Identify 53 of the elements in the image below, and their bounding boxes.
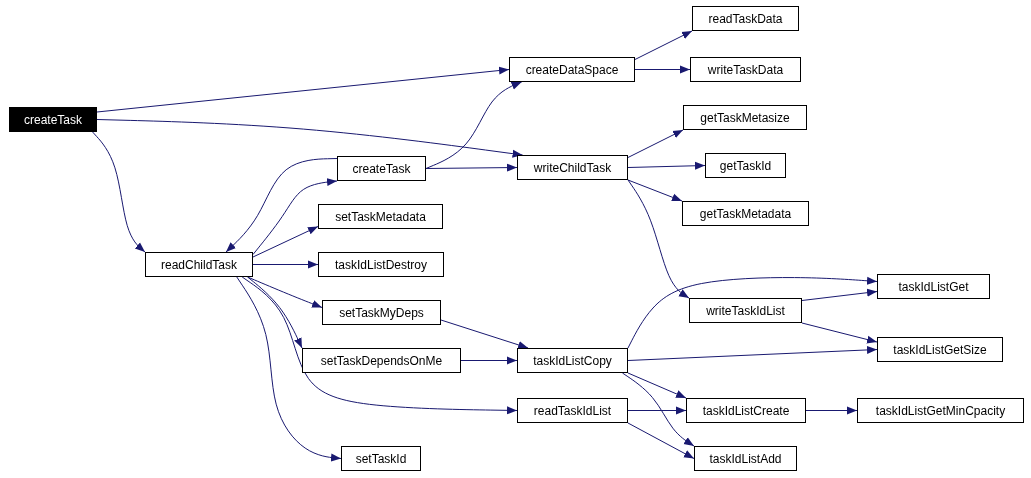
function-box: taskIdListGetSize <box>877 337 1003 362</box>
arrow <box>236 276 342 462</box>
function-box: getTaskId <box>705 153 786 178</box>
arrow <box>627 406 687 415</box>
arrow <box>247 276 303 349</box>
function-box: writeTaskIdList <box>689 298 802 323</box>
arrow <box>225 158 338 253</box>
arrow <box>627 161 706 170</box>
function-box: createDataSpace <box>509 57 635 82</box>
arrow <box>621 372 695 447</box>
arrow <box>241 276 518 415</box>
arrow <box>634 65 691 74</box>
function-box: readTaskData <box>692 6 799 31</box>
function-box: writeTaskData <box>690 57 801 82</box>
arrow <box>460 356 518 365</box>
arrow <box>425 163 518 172</box>
function-box: taskIdListGetMinCpacity <box>857 398 1024 423</box>
arrow <box>252 260 319 269</box>
function-box: setTaskMyDeps <box>322 300 441 325</box>
arrow <box>96 119 524 158</box>
arrow <box>634 30 693 60</box>
arrow <box>627 179 690 299</box>
function-box: writeChildTask <box>517 155 628 180</box>
arrow <box>425 81 523 169</box>
function-box: createTask <box>9 107 97 132</box>
arrow <box>96 66 510 113</box>
arrow <box>627 422 695 459</box>
function-box: readTaskIdList <box>517 398 628 423</box>
arrow <box>801 288 878 301</box>
arrow <box>627 345 878 361</box>
function-box: taskIdListDestroy <box>318 252 444 277</box>
arrow <box>252 178 338 255</box>
function-box: setTaskId <box>341 446 421 471</box>
function-box: taskIdListCreate <box>686 398 806 423</box>
function-box: getTaskMetadata <box>682 201 809 226</box>
arrow <box>92 131 146 253</box>
function-box: getTaskMetasize <box>683 105 807 130</box>
arrow <box>252 226 319 258</box>
function-box: taskIdListCopy <box>517 348 628 373</box>
arrow <box>805 406 858 415</box>
arrow <box>627 179 683 202</box>
arrow <box>627 129 684 158</box>
function-box: setTaskDependsOnMe <box>302 348 461 373</box>
function-box: setTaskMetadata <box>318 204 443 229</box>
function-box: readChildTask <box>145 252 253 277</box>
arrow <box>627 372 687 399</box>
arrow <box>801 322 878 344</box>
function-box: createTask <box>337 156 426 181</box>
arrow <box>440 319 529 349</box>
arrow <box>247 276 323 308</box>
arrow <box>627 276 878 349</box>
function-box: taskIdListAdd <box>694 446 797 471</box>
function-box: taskIdListGet <box>877 274 990 299</box>
